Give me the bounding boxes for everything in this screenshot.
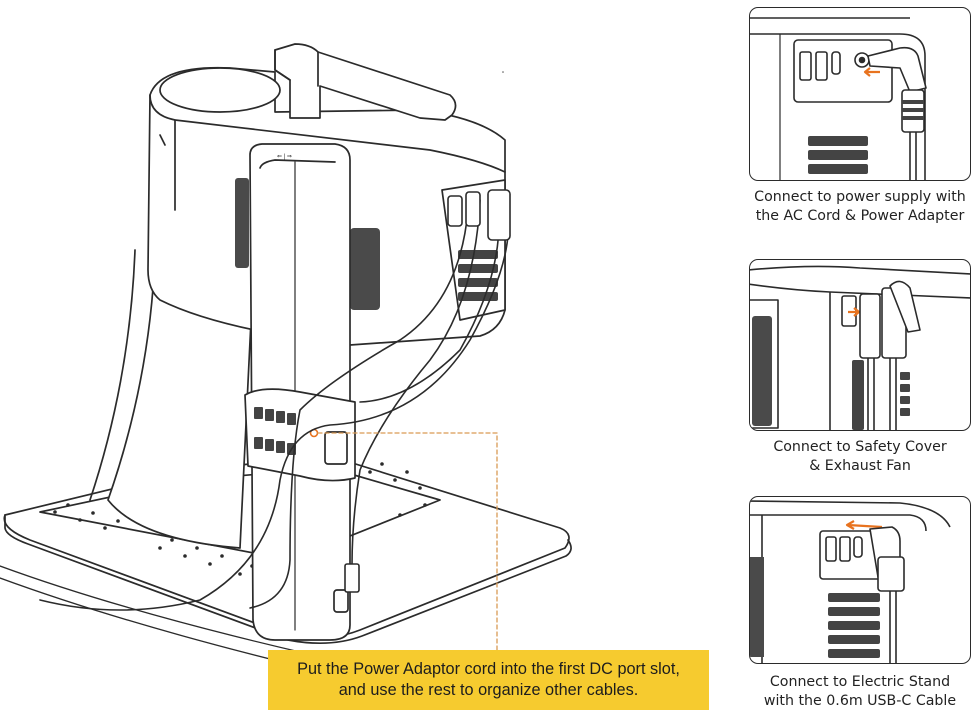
detail-panel-safety-cover	[749, 259, 971, 431]
stand-column	[89, 249, 253, 549]
caption-line: Connect to Electric Stand	[769, 674, 951, 690]
callout-box: Put the Power Adaptor cord into the firs…	[268, 650, 709, 710]
callout-line: and use the rest to organize other cable…	[338, 681, 639, 699]
arrow-icon	[848, 307, 861, 317]
caption-electric-stand: Connect to Electric Stand with the 0.6m …	[742, 673, 973, 711]
main-device-illustration: ⇐ | ⇒	[0, 43, 572, 665]
caption-power-supply: Connect to power supply with the AC Cord…	[742, 188, 973, 226]
callout-text: Put the Power Adaptor cord into the firs…	[297, 659, 680, 701]
caption-line: Connect to power supply with	[754, 189, 966, 205]
caption-line: with the 0.6m USB-C Cable	[763, 693, 957, 709]
caption-safety-cover: Connect to Safety Cover & Exhaust Fan	[742, 438, 973, 476]
caption-line: the AC Cord & Power Adapter	[755, 208, 965, 224]
arrow-icon	[845, 520, 883, 530]
cable-organizer	[244, 388, 356, 482]
arrow-icon	[863, 67, 880, 77]
detail-panel-power-supply	[749, 7, 971, 181]
svg-text:⇐ | ⇒: ⇐ | ⇒	[277, 154, 292, 160]
callout-leader-line	[317, 432, 498, 651]
detail-panel-electric-stand	[749, 496, 971, 664]
caption-line: & Exhaust Fan	[809, 458, 911, 474]
cables	[39, 189, 511, 611]
callout-line: Put the Power Adaptor cord into the firs…	[297, 660, 680, 678]
caption-line: Connect to Safety Cover	[773, 439, 947, 455]
